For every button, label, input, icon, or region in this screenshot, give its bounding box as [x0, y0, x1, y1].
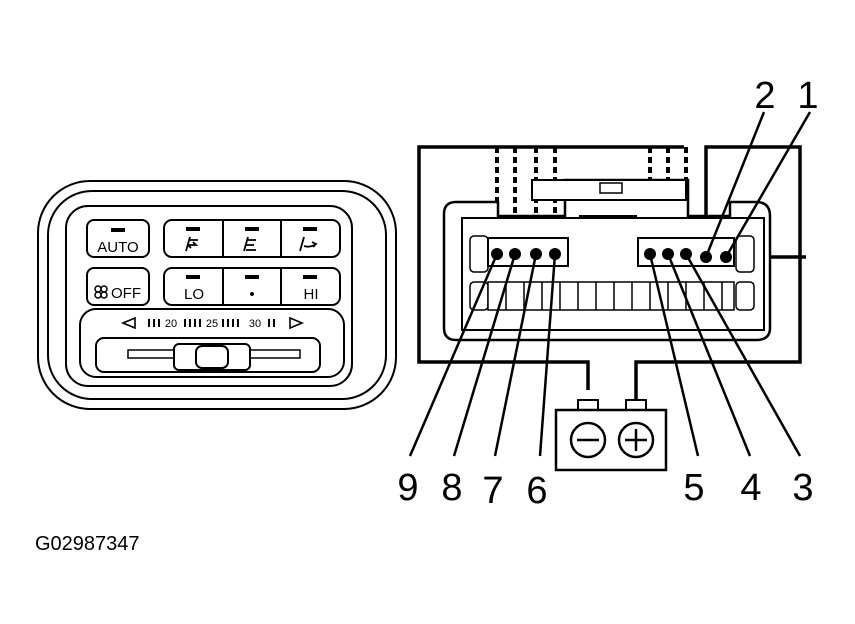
auto-button[interactable]: AUTO	[86, 219, 150, 258]
climate-control-panel: AUTO OFF	[37, 180, 397, 410]
vent-face-icon	[185, 236, 199, 252]
connector-body	[442, 178, 772, 342]
hi-button-label: HI	[304, 286, 319, 303]
arrow-left-icon	[120, 316, 136, 330]
mid-button-label: •	[249, 286, 254, 303]
pin-label-7: 7	[482, 470, 503, 512]
lo-button-label: LO	[184, 286, 204, 303]
plus-icon	[617, 421, 655, 459]
leader-lines	[408, 111, 812, 457]
temp-tick-30: 30	[249, 318, 261, 330]
fan-hi-button[interactable]: HI	[303, 275, 319, 303]
minus-icon	[569, 421, 607, 459]
arrow-right-icon	[289, 316, 305, 330]
pin-label-8: 8	[441, 467, 462, 509]
temp-tick-20: 20	[165, 318, 177, 330]
pin-label-9: 9	[397, 467, 418, 509]
vent-bilevel-icon	[243, 236, 256, 252]
pin-label-5: 5	[683, 467, 704, 509]
fan-icon	[94, 285, 108, 299]
pin-label-4: 4	[740, 467, 761, 509]
temperature-scale: 20 25 30	[120, 316, 305, 330]
fan-mid-button[interactable]: •	[245, 275, 259, 303]
pin-label-6: 6	[526, 470, 547, 512]
auto-button-label: AUTO	[97, 239, 138, 256]
temp-tick-25: 25	[206, 318, 218, 330]
battery	[554, 399, 668, 472]
mode-floor-button[interactable]	[299, 227, 318, 252]
figure-id: G02987347	[35, 533, 140, 555]
fan-off-button[interactable]: OFF	[86, 267, 150, 306]
pin-label-2: 2	[754, 75, 775, 117]
mode-bilevel-button[interactable]	[243, 227, 259, 252]
connector-wiring: 1 2 3 4 5 6 7 8 9	[397, 75, 818, 512]
fan-lo-button[interactable]: LO	[184, 275, 204, 303]
pin-label-3: 3	[792, 467, 813, 509]
mode-vent-button[interactable]	[185, 227, 200, 252]
vent-floor-icon	[299, 236, 318, 252]
off-button-label: OFF	[111, 285, 141, 302]
pin-label-1: 1	[797, 75, 818, 117]
temperature-slider-knob[interactable]	[173, 343, 251, 371]
